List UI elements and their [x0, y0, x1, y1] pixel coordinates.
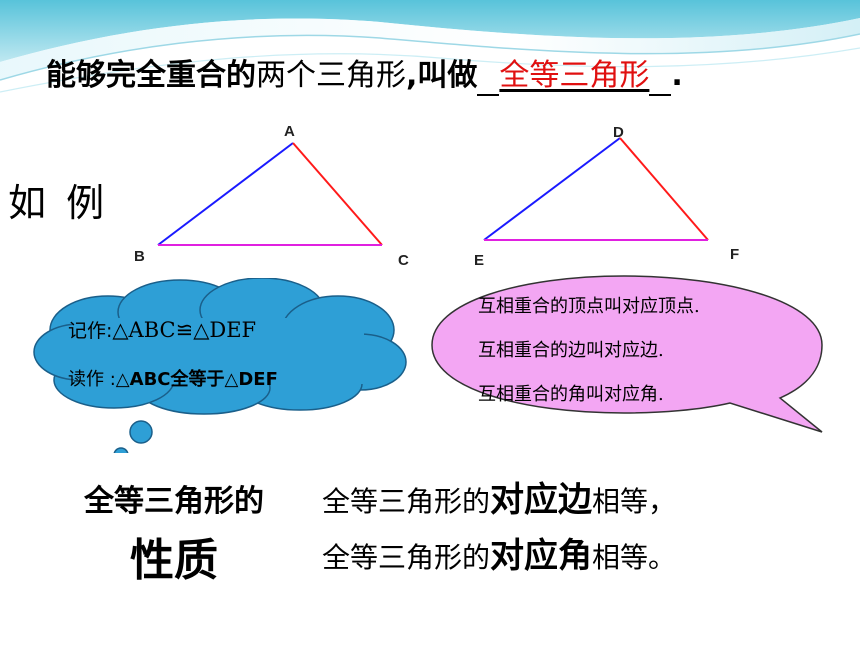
vertex-label-c: C — [398, 252, 409, 269]
property-angles-suffix: 相等。 — [592, 541, 677, 574]
bubble-line-angles: 互相重合的角叫对应角. — [478, 384, 664, 405]
vertex-label-a: A — [284, 123, 295, 140]
properties-heading-line2: 性质 — [130, 535, 218, 586]
properties-heading-line1: 全等三角形的 — [84, 484, 264, 519]
definition-sentence: 能够完全重合的两个三角形,叫做全等三角形. — [46, 56, 683, 96]
notation-read-prefix: 读作 : — [68, 369, 116, 390]
vertex-label-b: B — [134, 248, 145, 265]
definition-answer: 全等三角形 — [499, 58, 650, 93]
notation-thought-cloud — [33, 278, 407, 453]
congruent-triangles-figure: A B C D E F — [134, 123, 739, 269]
cloud-bubble-small — [113, 447, 129, 453]
notation-written-formula: △ABC≌△DEF — [112, 318, 257, 342]
definition-called: ,叫做 — [406, 58, 478, 93]
cloud-bubble-large — [129, 420, 153, 444]
bubble-line-vertices: 互相重合的顶点叫对应顶点. — [478, 296, 700, 317]
property-corresponding-sides: 全等三角形的对应边相等， — [322, 472, 676, 521]
notation-read: 读作 :△ABC全等于△DEF — [68, 365, 278, 391]
vertex-label-f: F — [730, 246, 739, 263]
property-sides-suffix: 相等， — [592, 485, 677, 518]
property-sides-emphasis: 对应边 — [490, 480, 593, 520]
definition-bold-part: 能够完全重合的 — [46, 58, 256, 93]
notation-read-formula: △ABC全等于△DEF — [115, 369, 278, 390]
property-angles-emphasis: 对应角 — [490, 536, 593, 576]
triangle-abc: A B C — [134, 123, 409, 269]
bubble-line-sides: 互相重合的边叫对应边. — [478, 340, 664, 361]
header-wave-decoration — [0, 0, 860, 93]
definition-period: . — [671, 58, 683, 93]
side-ac — [292, 142, 383, 246]
side-ab — [157, 142, 294, 246]
notation-written: 记作:△ABC≌△DEF — [68, 316, 256, 343]
side-df — [619, 137, 709, 241]
notation-written-prefix: 记作: — [68, 320, 113, 342]
definition-normal-part: 两个三角形 — [256, 58, 406, 93]
property-angles-prefix: 全等三角形的 — [322, 541, 491, 574]
answer-blank-underline-end — [649, 66, 672, 96]
vertex-label-e: E — [474, 252, 484, 269]
vertex-label-d: D — [613, 124, 624, 141]
example-label: 如 例 — [8, 181, 109, 225]
property-corresponding-angles: 全等三角形的对应角相等。 — [322, 528, 676, 577]
triangle-def: D E F — [474, 124, 739, 269]
side-de — [483, 137, 621, 241]
property-sides-prefix: 全等三角形的 — [322, 485, 491, 518]
answer-blank-underline — [477, 66, 500, 96]
definitions-speech-bubble — [431, 275, 823, 433]
